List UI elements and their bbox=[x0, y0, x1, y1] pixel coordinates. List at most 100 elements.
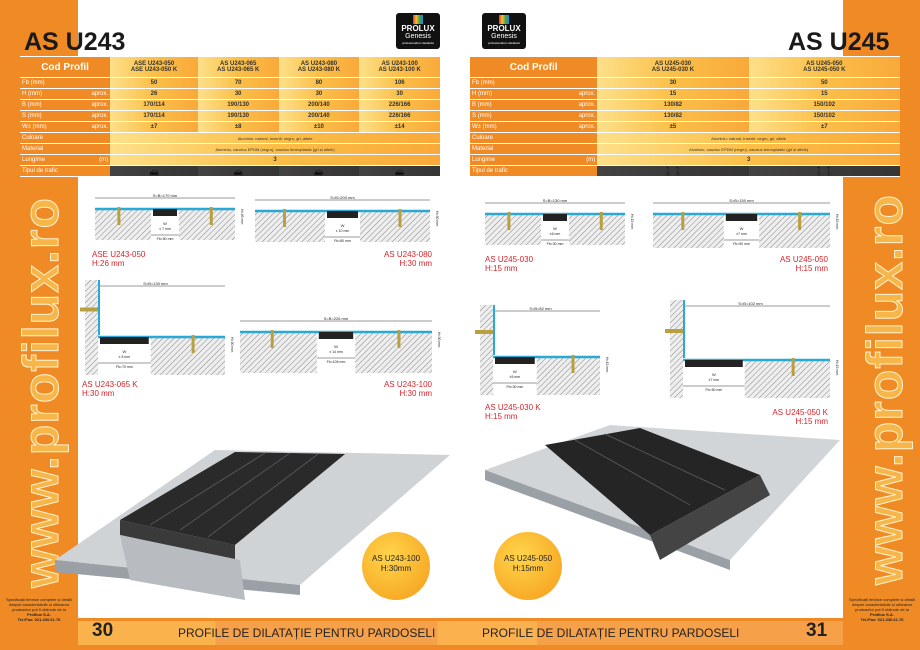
table-row: Tipul de trafic🚶🚶🚶🚶 bbox=[470, 166, 900, 176]
car-icon: 🚗 bbox=[278, 166, 360, 176]
concrete-block bbox=[355, 333, 432, 373]
w-label: W bbox=[553, 226, 557, 231]
dimension-label: S=B=170 mm bbox=[153, 193, 178, 198]
code: AS U243-080 bbox=[300, 61, 338, 67]
row-label: aprox.W± (mm) bbox=[470, 122, 598, 132]
table-cell: ±7 bbox=[110, 122, 198, 132]
note-text: Specificații tehnice complete și detalii… bbox=[848, 597, 916, 612]
table-cell: ±8 bbox=[197, 122, 279, 132]
caption-code: AS U245-030 bbox=[485, 255, 534, 264]
row-label: aprox.S (mm) bbox=[20, 111, 111, 121]
label: Lungime bbox=[472, 157, 496, 163]
car-icon: 🚗 bbox=[359, 166, 440, 176]
table-cell: ±14 bbox=[359, 122, 440, 132]
screw-icon bbox=[791, 358, 795, 376]
caption-height: H:30 mm bbox=[399, 389, 432, 398]
aprox: aprox. bbox=[91, 124, 109, 130]
note-company: Profilux S.A. bbox=[27, 612, 51, 617]
aprox: aprox. bbox=[578, 102, 596, 108]
caption-code: AS U245-050 bbox=[779, 255, 828, 264]
page-number-left: 30 bbox=[92, 620, 114, 641]
table-row: (m) Lungime 3 bbox=[20, 155, 440, 165]
rubber-insert bbox=[327, 211, 358, 218]
screw-icon bbox=[507, 212, 511, 230]
caption-code: AS U245-030 K bbox=[485, 403, 541, 412]
page-number-right: 31 bbox=[806, 620, 828, 641]
code-k: ASE U243-050 K bbox=[130, 67, 178, 73]
logo-tag: profesionalism detaliului bbox=[401, 41, 435, 45]
table-cell: 3 bbox=[110, 155, 440, 165]
fb-label: Fb=30 mm bbox=[547, 242, 564, 246]
note-phone: Tel./Fax: 021-330.61.76 bbox=[17, 617, 61, 622]
concrete-block bbox=[569, 215, 625, 245]
aprox: aprox. bbox=[91, 113, 109, 119]
movement-label: ±7 mm bbox=[736, 232, 747, 236]
label: Lungime bbox=[22, 157, 46, 163]
row-label: Culoare bbox=[20, 133, 111, 143]
aprox: aprox. bbox=[578, 113, 596, 119]
badge-height: H:15mm bbox=[512, 564, 544, 573]
movement-label: ±7 mm bbox=[709, 378, 720, 382]
dimension-label: S=B=82 mm bbox=[529, 306, 552, 311]
table-cell: 130/82 bbox=[597, 111, 749, 121]
caption-height: H:15 mm bbox=[485, 264, 518, 273]
table-header-label: Cod Profil bbox=[470, 57, 598, 77]
unit: (m) bbox=[99, 157, 109, 163]
caption-code: ASE U243-050 bbox=[92, 250, 146, 259]
anchor-screw-icon bbox=[80, 307, 98, 312]
table-cell: 26 bbox=[110, 89, 198, 99]
rubber-insert bbox=[318, 332, 354, 339]
movement-label: ± 8 mm bbox=[119, 355, 131, 359]
row-label: aprox. S (mm) bbox=[470, 111, 598, 121]
caption-code: AS U243-065 K bbox=[82, 380, 138, 389]
row-label: aprox. W± (mm) bbox=[20, 122, 111, 132]
fb-label: Fb=106 mm bbox=[327, 360, 346, 364]
movement-label: ±5 mm bbox=[510, 375, 521, 379]
table-cell: 50 bbox=[748, 78, 900, 88]
table-cell: 226/166 bbox=[359, 111, 440, 121]
table-cell: 30 bbox=[597, 78, 749, 88]
table-cell: 226/166 bbox=[359, 100, 440, 110]
table-cell: 170/114 bbox=[110, 111, 198, 121]
aprox: aprox. bbox=[91, 91, 109, 97]
rubber-insert bbox=[685, 360, 743, 367]
label: W± (mm) bbox=[22, 124, 47, 130]
table-cell: 15 bbox=[748, 89, 900, 99]
screw-icon bbox=[599, 212, 603, 230]
table-cell: Aluminiu, cauciuc EPDM (negru), cauciuc … bbox=[110, 144, 440, 154]
screw-icon bbox=[681, 212, 685, 230]
caption-height: H:30 mm bbox=[82, 389, 115, 398]
table-cell: 30 bbox=[197, 89, 279, 99]
label: B (mm) bbox=[22, 102, 42, 108]
aprox: aprox. bbox=[578, 91, 596, 97]
wall-block bbox=[85, 280, 98, 375]
height-label: H=30 mm bbox=[437, 332, 441, 347]
caption-height: H:15 mm bbox=[795, 417, 828, 426]
table-cell: 130/82 bbox=[597, 100, 749, 110]
page-title-right: AS U245 bbox=[788, 28, 890, 56]
logo-sub: Genesis bbox=[405, 33, 431, 40]
table-cell: 50 bbox=[110, 78, 198, 88]
label: S (mm) bbox=[472, 113, 492, 119]
screw-icon bbox=[397, 330, 401, 348]
table-row: aprox.W± (mm)±5±7 bbox=[470, 122, 900, 132]
w-label: W bbox=[513, 369, 517, 374]
table-cell: 170/114 bbox=[110, 100, 198, 110]
